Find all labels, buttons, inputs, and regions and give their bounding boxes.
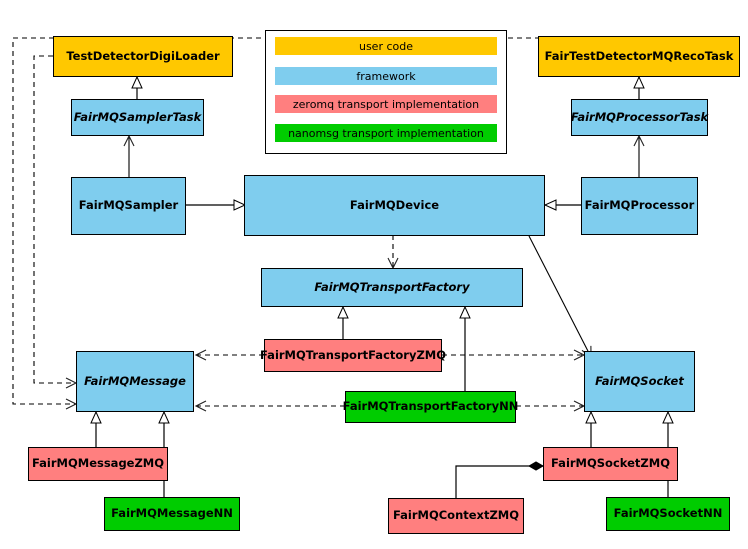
node-fairmqmessagenn[interactable]: FairMQMessageNN	[104, 497, 240, 531]
legend-item-framework: framework	[275, 67, 497, 85]
node-fairmqcontextzmq[interactable]: FairMQContextZMQ	[388, 498, 524, 534]
node-fairmqsocketnn[interactable]: FairMQSocketNN	[606, 497, 730, 531]
node-fairmqmessage[interactable]: FairMQMessage	[76, 351, 194, 412]
legend-label-user-code: user code	[358, 39, 414, 53]
node-fairmqdevice[interactable]: FairMQDevice	[244, 175, 545, 236]
node-fairmqsocketzmq[interactable]: FairMQSocketZMQ	[543, 447, 678, 481]
node-fairmqsampler[interactable]: FairMQSampler	[71, 177, 186, 235]
legend-label-framework: framework	[356, 69, 416, 83]
node-fairmqtransportfactorynn[interactable]: FairMQTransportFactoryNN	[343, 391, 518, 423]
node-fairmqsamplertask[interactable]: FairMQSamplerTask	[71, 99, 204, 136]
node-fairmqprocessor[interactable]: FairMQProcessor	[581, 177, 698, 235]
legend-item-zeromq: zeromq transport implementation	[275, 95, 497, 113]
node-fairmqsocket[interactable]: FairMQSocket	[584, 351, 695, 412]
node-fairmqtransportfactory[interactable]: FairMQTransportFactory	[261, 268, 523, 307]
node-fairmqprocessortask[interactable]: FairMQProcessorTask	[571, 99, 708, 136]
legend-label-nanomsg: nanomsg transport implementation	[288, 126, 484, 140]
edge-device-socket	[528, 235, 592, 359]
node-testdetectordigiloader[interactable]: TestDetectorDigiLoader	[53, 36, 233, 77]
edge-digiloader-message	[33, 55, 78, 389]
legend-item-nanomsg: nanomsg transport implementation	[275, 124, 497, 142]
node-fairmqmessagezmq[interactable]: FairMQMessageZMQ	[28, 447, 168, 481]
node-fairtestdetectormqrecotask[interactable]: FairTestDetectorMQRecoTask	[538, 36, 740, 77]
legend-label-zeromq: zeromq transport implementation	[292, 97, 480, 111]
legend-item-user-code: user code	[275, 37, 497, 55]
node-fairmqtransportfactoryzmq[interactable]: FairMQTransportFactoryZMQ	[260, 339, 446, 372]
